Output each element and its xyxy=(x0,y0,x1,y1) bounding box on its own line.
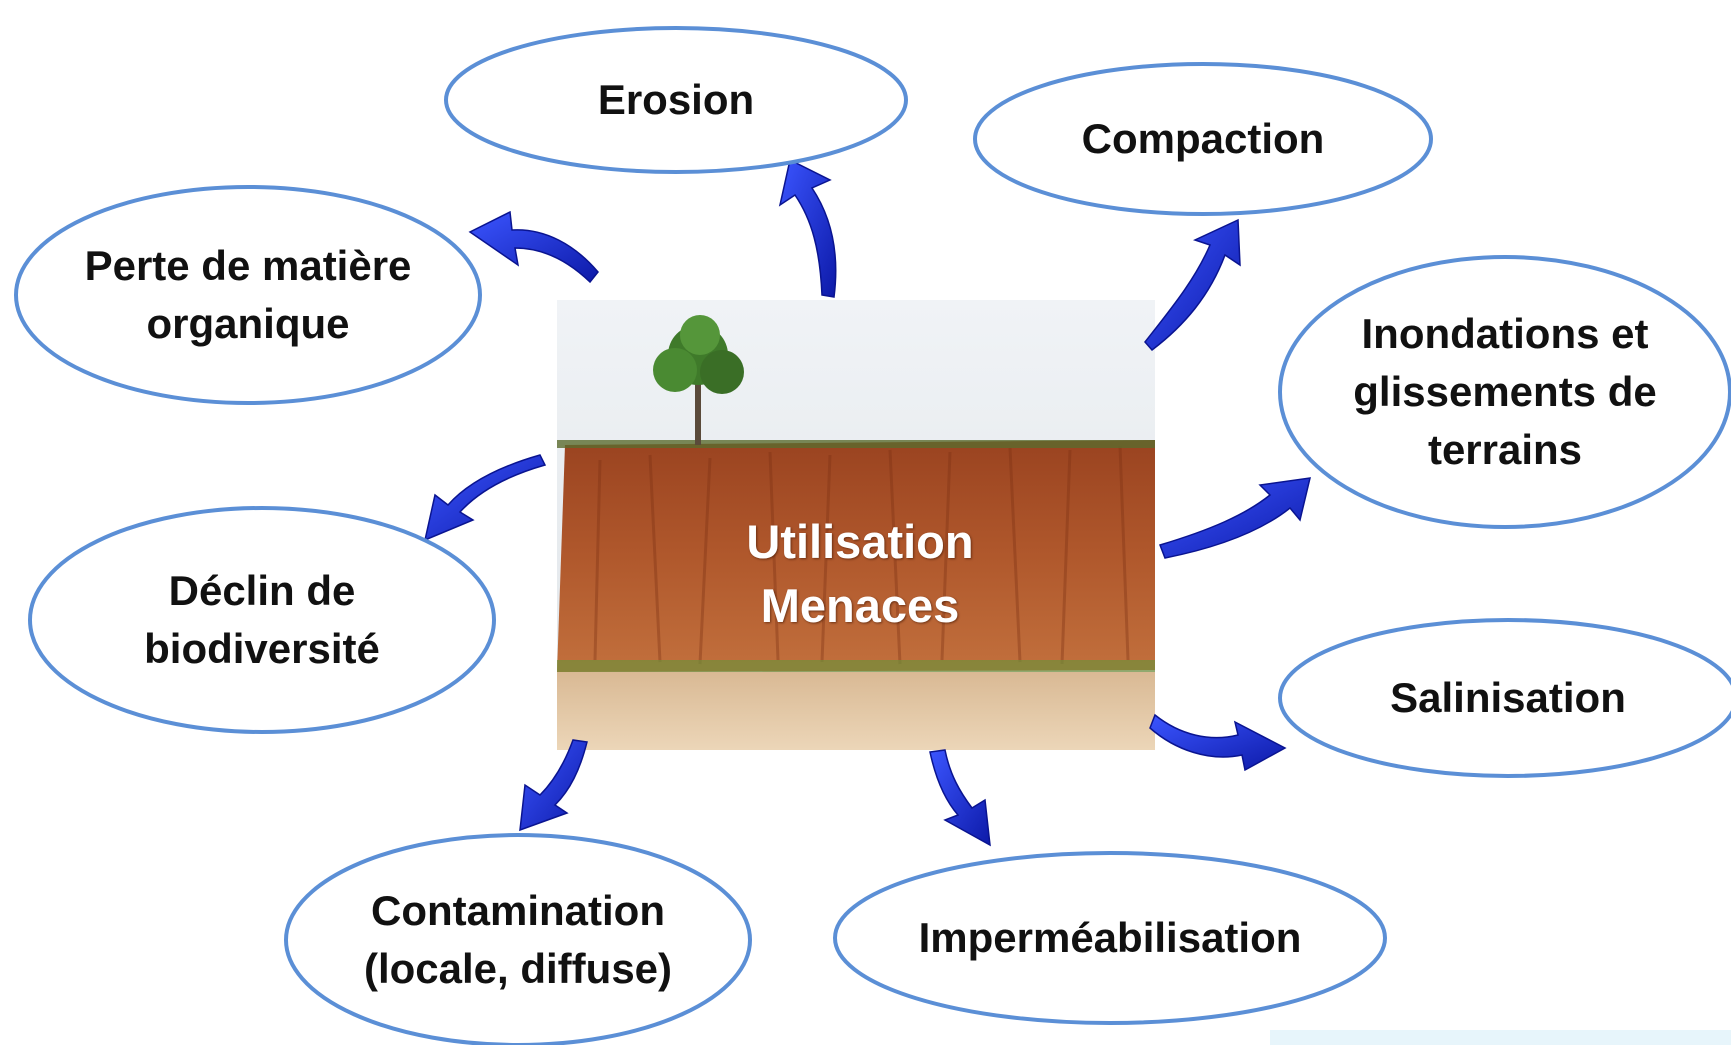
tree-icon xyxy=(653,315,744,445)
soil-cliff xyxy=(557,440,1155,672)
arrow-to-compaction xyxy=(1144,218,1241,352)
ellipse-perte xyxy=(14,185,482,405)
arrow-to-perte xyxy=(468,210,599,284)
arrow-to-inondations xyxy=(1159,477,1311,559)
node-label: Perte de matière organique xyxy=(84,242,412,347)
arrow-to-erosion xyxy=(778,158,837,298)
node-salinisation: Salinisation xyxy=(1280,620,1731,776)
ellipse-impermeabilisation xyxy=(833,851,1387,1025)
node-contamination: Contamination (locale, diffuse) xyxy=(286,835,750,1045)
node-label: Erosion xyxy=(597,76,755,123)
ellipse-compaction xyxy=(973,62,1433,216)
ellipse-declin xyxy=(28,506,496,734)
center-photo xyxy=(557,300,1155,750)
ellipse-inondations xyxy=(1278,255,1731,529)
node-declin: Déclin de biodiversité xyxy=(30,508,494,732)
ellipse-salinisation xyxy=(1278,618,1731,778)
node-perte: Perte de matière organique xyxy=(16,187,480,403)
center-line-1: Utilisation xyxy=(746,515,974,568)
node-erosion: Erosion xyxy=(446,28,906,172)
ellipse-erosion xyxy=(444,26,908,174)
arrow-to-declin xyxy=(423,454,547,542)
node-impermeabilisation: Imperméabilisation xyxy=(835,853,1385,1023)
center-line-2: Menaces xyxy=(760,579,960,632)
node-label: Salinisation xyxy=(1390,674,1626,721)
arrow-to-contamination xyxy=(519,739,588,832)
corner-strip xyxy=(1270,1030,1731,1045)
ellipse-contamination xyxy=(284,833,752,1045)
node-inondations: Inondations et glissements de terrains xyxy=(1280,257,1730,527)
node-label: Compaction xyxy=(1081,115,1325,162)
center-label: Utilisation Menaces xyxy=(560,510,1160,638)
node-label: Contamination (locale, diffuse) xyxy=(363,887,673,992)
arrows xyxy=(423,158,1311,847)
node-label: Inondations et glissements de terrains xyxy=(1353,310,1657,473)
arrow-to-impermeabilisation xyxy=(929,749,991,847)
ellipses xyxy=(14,26,1731,1045)
arrow-to-salinisation xyxy=(1149,713,1287,772)
node-label: Imperméabilisation xyxy=(918,914,1302,961)
node-label: Déclin de biodiversité xyxy=(144,567,380,672)
node-compaction: Compaction xyxy=(975,64,1431,214)
